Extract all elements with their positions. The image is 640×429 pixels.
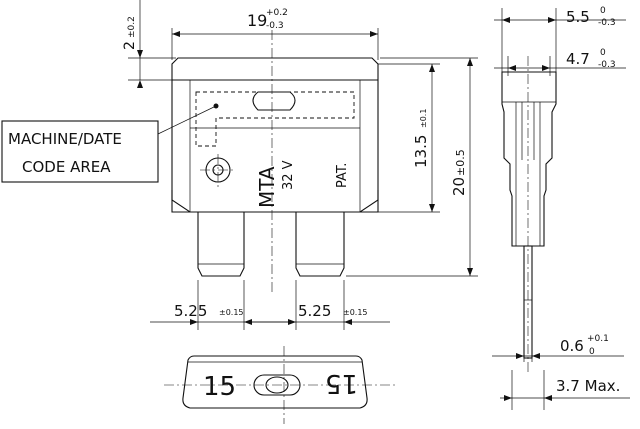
side-width-tol-minus: -0.3 xyxy=(598,18,616,28)
front-dimensions: 19 +0.2 -0.3 2 ±0.2 13.5 ±0.1 20 ±0.5 5.… xyxy=(122,0,478,330)
side-width-tol-plus: 0 xyxy=(600,6,606,16)
offset-arrows xyxy=(137,50,143,88)
voltage-label: 32 V xyxy=(281,160,296,190)
side-inner-value: 4.7 xyxy=(566,50,590,68)
side-inner-tol-plus: 0 xyxy=(600,48,606,58)
blade-right-value: 5.25 xyxy=(298,302,331,320)
blade-right-tol: ±0.15 xyxy=(343,308,368,317)
machine-date-code-area xyxy=(195,91,355,147)
rating-left: 15 xyxy=(203,372,236,402)
callout-dot xyxy=(213,103,219,109)
width-tol-minus: -0.3 xyxy=(266,21,284,31)
side-inner-tol-minus: -0.3 xyxy=(598,60,616,70)
head-taper xyxy=(171,190,379,213)
body-height-value: 13.5 xyxy=(412,135,430,168)
blade-left xyxy=(197,212,245,277)
top-view: 15 15 xyxy=(164,346,396,424)
total-height-tol: ±0.5 xyxy=(454,149,467,176)
side-view-head xyxy=(501,71,557,247)
rating-right: 15 xyxy=(325,368,358,398)
offset-tol: ±0.2 xyxy=(127,16,137,38)
callout-leader xyxy=(157,105,217,135)
callout-box xyxy=(1,120,159,183)
side-view: 5.5 0 -0.3 4.7 0 -0.3 0.6 +0.1 0 3.7 Max… xyxy=(492,6,630,410)
offset-value: 2 xyxy=(122,41,138,50)
brand-label: MTA xyxy=(255,166,279,208)
side-width-value: 5.5 xyxy=(566,8,590,26)
top-view-window xyxy=(265,376,289,394)
inspection-window xyxy=(252,91,296,111)
max-thick-value: 3.7 Max. xyxy=(556,377,620,395)
callout-line1: MACHINE/DATE xyxy=(8,130,122,148)
front-view: MTA 32 V PAT. MACHINE/DATE CODE AREA xyxy=(1,30,379,292)
body-height-tol: ±0.1 xyxy=(419,109,428,128)
blade-thick-tol-minus: 0 xyxy=(589,347,595,357)
callout-line2: CODE AREA xyxy=(22,158,111,176)
blade-thick-value: 0.6 xyxy=(560,337,584,355)
blade-left-value: 5.25 xyxy=(174,302,207,320)
total-height-value: 20 xyxy=(450,177,468,196)
patent-label: PAT. xyxy=(335,163,350,188)
blade-left-tol: ±0.15 xyxy=(219,308,244,317)
blade-thick-arrows xyxy=(516,353,540,359)
blade-thick-tol-plus: +0.1 xyxy=(587,334,609,344)
width-tol-plus: +0.2 xyxy=(266,8,288,18)
top-view-outline xyxy=(182,355,368,409)
width-value: 19 xyxy=(247,11,267,30)
blade-right xyxy=(295,212,345,277)
